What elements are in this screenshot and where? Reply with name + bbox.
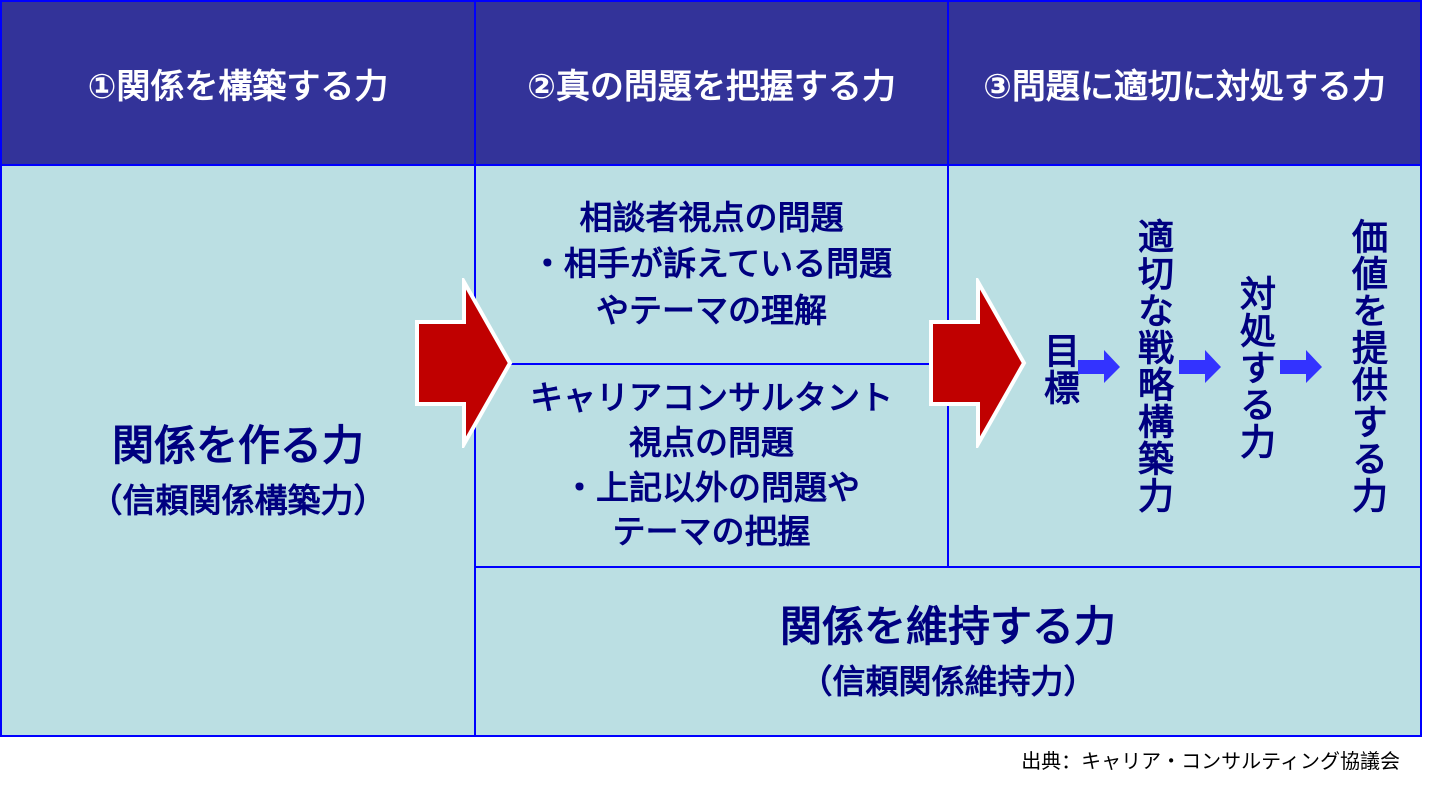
left-title: 関係を作る力 <box>111 421 364 471</box>
step-value: 価値を提供する力 <box>1346 218 1387 514</box>
big-arrow-right-icon <box>929 278 1027 448</box>
header-relationship-building: ①関係を構築する力 <box>0 0 476 166</box>
text-line: 視点の問題 <box>629 422 794 462</box>
header-problem-grasp: ②真の問題を把握する力 <box>474 0 949 166</box>
arrow-right-icon <box>1280 350 1322 383</box>
step-strategy: 適切な戦略構築力 <box>1132 218 1173 514</box>
middle-bottom-cell: キャリアコンサルタント 視点の問題 ・上記以外の問題や テーマの把握 <box>474 363 949 568</box>
source-citation: 出典：キャリア・コンサルティング協議会 <box>1021 749 1400 773</box>
text-line: テーマの把握 <box>612 512 811 552</box>
arrow-right-icon <box>1078 350 1120 383</box>
bottom-title: 関係を維持する力 <box>779 602 1116 652</box>
big-arrow-right-icon <box>415 278 513 448</box>
text-line: 相談者視点の問題 <box>579 198 844 238</box>
bottom-cell: 関係を維持する力 （信頼関係維持力） <box>474 566 1422 737</box>
bottom-subtitle: （信頼関係維持力） <box>799 661 1097 701</box>
step-handling: 対処する力 <box>1234 275 1275 460</box>
arrow-right-icon <box>1179 350 1221 383</box>
text-line: キャリアコンサルタント <box>530 377 893 417</box>
text-line: ・上記以外の問題や <box>563 467 860 507</box>
step-goal: 目標 <box>1038 332 1079 406</box>
text-line: やテーマの理解 <box>596 290 827 330</box>
middle-top-cell: 相談者視点の問題 ・相手が訴えている問題 やテーマの理解 <box>474 164 949 365</box>
text-line: ・相手が訴えている問題 <box>530 244 893 284</box>
left-cell: 関係を作る力 （信頼関係構築力） <box>0 164 476 737</box>
header-problem-handling: ③問題に適切に対処する力 <box>947 0 1422 166</box>
left-subtitle: （信頼関係構築力） <box>89 480 387 520</box>
